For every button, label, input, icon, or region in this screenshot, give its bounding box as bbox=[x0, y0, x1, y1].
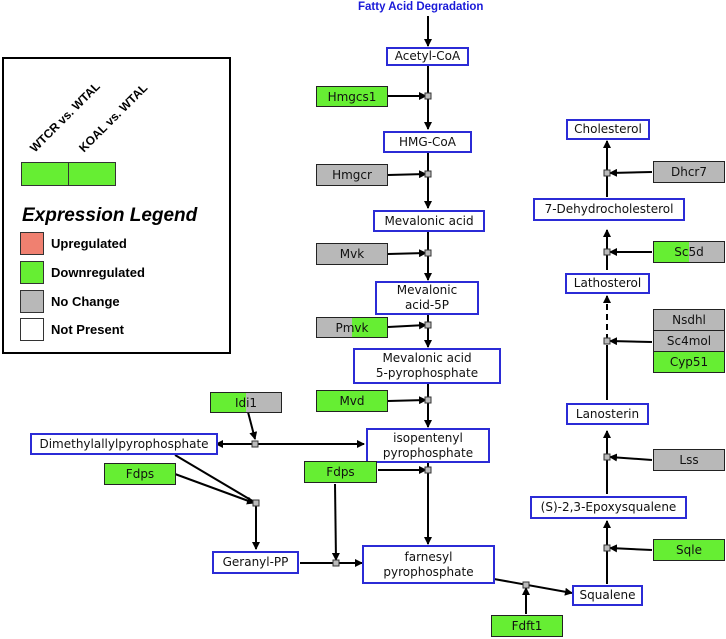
legend-label-downregulated: Downregulated bbox=[51, 265, 145, 280]
gene-label: Lss bbox=[679, 453, 699, 467]
gene-label: Hmgcr bbox=[332, 168, 372, 182]
legend-label-no-change: No Change bbox=[51, 294, 120, 309]
gene-label: Hmgcs1 bbox=[327, 89, 377, 104]
gene-label: Fdft1 bbox=[511, 619, 543, 633]
gene-expression-cell bbox=[105, 464, 140, 484]
gene-expression-cell bbox=[527, 616, 562, 636]
gene-lss[interactable]: Lss bbox=[653, 449, 725, 471]
gene-label: Fdps bbox=[125, 467, 155, 481]
gene-expression-cell bbox=[654, 450, 689, 470]
gene-fdps-mid[interactable]: Fdps bbox=[304, 461, 377, 483]
legend-label-upregulated: Upregulated bbox=[51, 236, 127, 251]
gene-expression-cell bbox=[352, 165, 387, 185]
legend-swatch-upregulated bbox=[20, 232, 44, 255]
gene-expression-cell bbox=[317, 391, 352, 411]
gene-expression-cell bbox=[689, 162, 724, 182]
legend-title: Expression Legend bbox=[22, 205, 198, 226]
gene-nsdhl[interactable]: Nsdhl bbox=[653, 309, 725, 331]
metabolite-acetyl-coa[interactable]: Acetyl-CoA bbox=[386, 47, 469, 66]
gene-expression-cell bbox=[352, 244, 387, 264]
gene-label: Dhcr7 bbox=[670, 165, 707, 179]
gene-label: Pmvk bbox=[335, 320, 369, 335]
gene-expression-cell bbox=[689, 450, 724, 470]
metabolite-mevalonic-acid[interactable]: Mevalonic acid bbox=[373, 210, 485, 232]
gene-sqle[interactable]: Sqle bbox=[653, 539, 725, 561]
gene-label: Sqle bbox=[676, 543, 702, 557]
gene-expression-cell bbox=[352, 87, 387, 106]
gene-idi1[interactable]: Idi1 bbox=[210, 392, 282, 413]
legend-swatch-not-present bbox=[20, 318, 44, 341]
metabolite-lanosterin[interactable]: Lanosterin bbox=[566, 403, 649, 425]
gene-expression-cell bbox=[654, 242, 689, 262]
legend-label-not-present: Not Present bbox=[51, 322, 124, 337]
legend-sample-swatch-1 bbox=[21, 162, 69, 186]
gene-expression-cell bbox=[305, 462, 341, 482]
gene-expression-cell bbox=[211, 393, 246, 412]
gene-expression-cell bbox=[352, 391, 387, 411]
gene-label: Nsdhl bbox=[672, 313, 706, 327]
gene-expression-cell bbox=[689, 331, 724, 351]
gene-sc4mol[interactable]: Sc4mol bbox=[653, 330, 725, 352]
metabolite-mevalonic-acid-5pp[interactable]: Mevalonic acid 5-pyrophosphate bbox=[353, 348, 501, 384]
metabolite-epoxysqualene[interactable]: (S)-2,3-Epoxysqualene bbox=[530, 496, 687, 519]
metabolite-hmg-coa[interactable]: HMG-CoA bbox=[383, 131, 472, 153]
gene-expression-cell bbox=[654, 310, 689, 330]
metabolite-7-dehydrocholesterol[interactable]: 7-Dehydrocholesterol bbox=[533, 198, 685, 221]
gene-expression-cell bbox=[492, 616, 527, 636]
gene-label: Fdps bbox=[326, 465, 355, 479]
metabolite-isopentenyl-pyrophosphate[interactable]: isopentenyl pyrophosphate bbox=[366, 428, 490, 463]
gene-expression-cell bbox=[654, 162, 689, 182]
gene-expression-cell bbox=[352, 318, 387, 337]
gene-sc5d[interactable]: Sc5d bbox=[653, 241, 725, 263]
gene-expression-cell bbox=[689, 352, 724, 372]
gene-mvk[interactable]: Mvk bbox=[316, 243, 388, 265]
metabolite-cholesterol[interactable]: Cholesterol bbox=[566, 119, 650, 140]
gene-cyp51[interactable]: Cyp51 bbox=[653, 351, 725, 373]
metabolite-squalene[interactable]: Squalene bbox=[572, 585, 643, 606]
gene-expression-cell bbox=[246, 393, 281, 412]
gene-expression-cell bbox=[654, 352, 689, 372]
gene-expression-cell bbox=[317, 87, 352, 106]
metabolite-lathosterol[interactable]: Lathosterol bbox=[565, 273, 650, 294]
expression-legend: WTCR vs. WTAL KOAL vs. WTAL Expression L… bbox=[2, 57, 231, 354]
gene-mvd[interactable]: Mvd bbox=[316, 390, 388, 412]
gene-expression-cell bbox=[654, 540, 689, 560]
legend-swatch-downregulated bbox=[20, 261, 44, 284]
gene-fdft1[interactable]: Fdft1 bbox=[491, 615, 563, 637]
gene-hmgcr[interactable]: Hmgcr bbox=[316, 164, 388, 186]
gene-expression-cell bbox=[340, 462, 376, 482]
legend-swatch-no-change bbox=[20, 290, 44, 313]
metabolite-geranyl-pp[interactable]: Geranyl-PP bbox=[212, 551, 299, 574]
metabolite-farnesyl-pyrophosphate[interactable]: farnesyl pyrophosphate bbox=[362, 545, 495, 584]
gene-expression-cell bbox=[654, 331, 689, 351]
gene-dhcr7[interactable]: Dhcr7 bbox=[653, 161, 725, 183]
gene-expression-cell bbox=[689, 242, 724, 262]
gene-label: Cyp51 bbox=[669, 355, 709, 369]
metabolite-mevalonic-acid-5p[interactable]: Mevalonic acid-5P bbox=[375, 281, 479, 315]
gene-expression-cell bbox=[140, 464, 175, 484]
legend-sample-swatch-2 bbox=[68, 162, 116, 186]
gene-hmgcs1[interactable]: Hmgcs1 bbox=[316, 86, 388, 107]
gene-label: Sc4mol bbox=[666, 334, 712, 348]
gene-fdps-left[interactable]: Fdps bbox=[104, 463, 176, 485]
gene-label: Idi1 bbox=[234, 395, 258, 410]
metabolite-dimethylallylpyrophosphate[interactable]: Dimethylallylpyrophosphate bbox=[30, 433, 218, 455]
gene-label: Sc5d bbox=[674, 245, 704, 259]
gene-expression-cell bbox=[689, 540, 724, 560]
gene-label: Mvd bbox=[339, 394, 365, 408]
pathway-title[interactable]: Fatty Acid Degradation bbox=[358, 1, 484, 13]
gene-pmvk[interactable]: Pmvk bbox=[316, 317, 388, 338]
gene-expression-cell bbox=[317, 318, 352, 337]
gene-label: Mvk bbox=[339, 247, 365, 261]
gene-expression-cell bbox=[689, 310, 724, 330]
gene-expression-cell bbox=[317, 165, 352, 185]
gene-expression-cell bbox=[317, 244, 352, 264]
